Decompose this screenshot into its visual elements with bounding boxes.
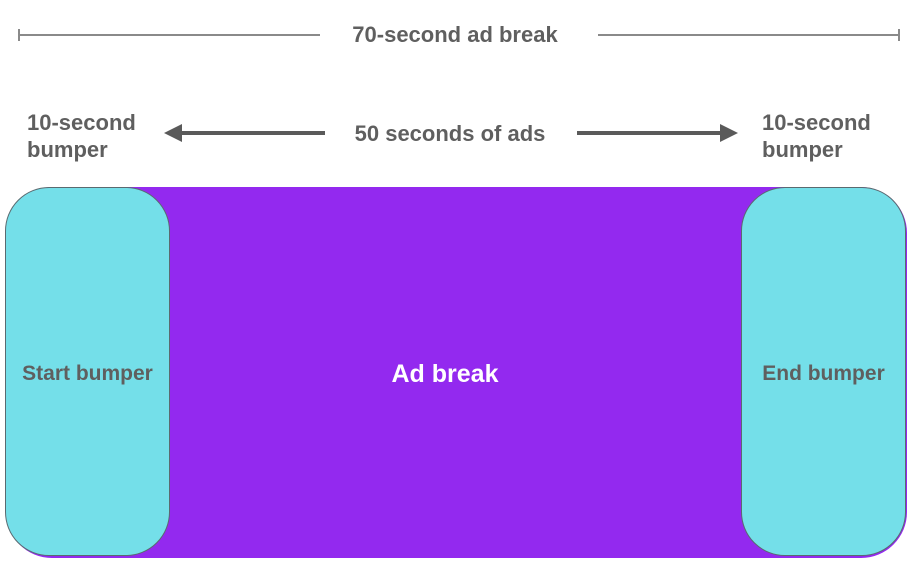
end-bumper-duration-label: 10-second bumper [762, 110, 871, 162]
ads-duration-label: 50 seconds of ads [354, 121, 546, 146]
end-bumper-block [741, 187, 906, 556]
end-bumper-label: End bumper [762, 362, 885, 385]
start-bumper-block [5, 187, 170, 556]
total-dimension-line-right [598, 34, 900, 36]
start-bumper-label: Start bumper [22, 362, 153, 385]
arrow-left-icon [164, 124, 182, 142]
total-dimension-line-left [18, 34, 320, 36]
total-dimension-cap-right [898, 29, 900, 41]
arrow-right-icon [720, 124, 738, 142]
start-bumper-duration-label: 10-second bumper [27, 110, 136, 162]
total-duration-label: 70-second ad break [352, 22, 558, 47]
ad-break-label: Ad break [391, 360, 499, 388]
arrow-left-shaft [180, 131, 325, 135]
arrow-right-shaft [577, 131, 722, 135]
